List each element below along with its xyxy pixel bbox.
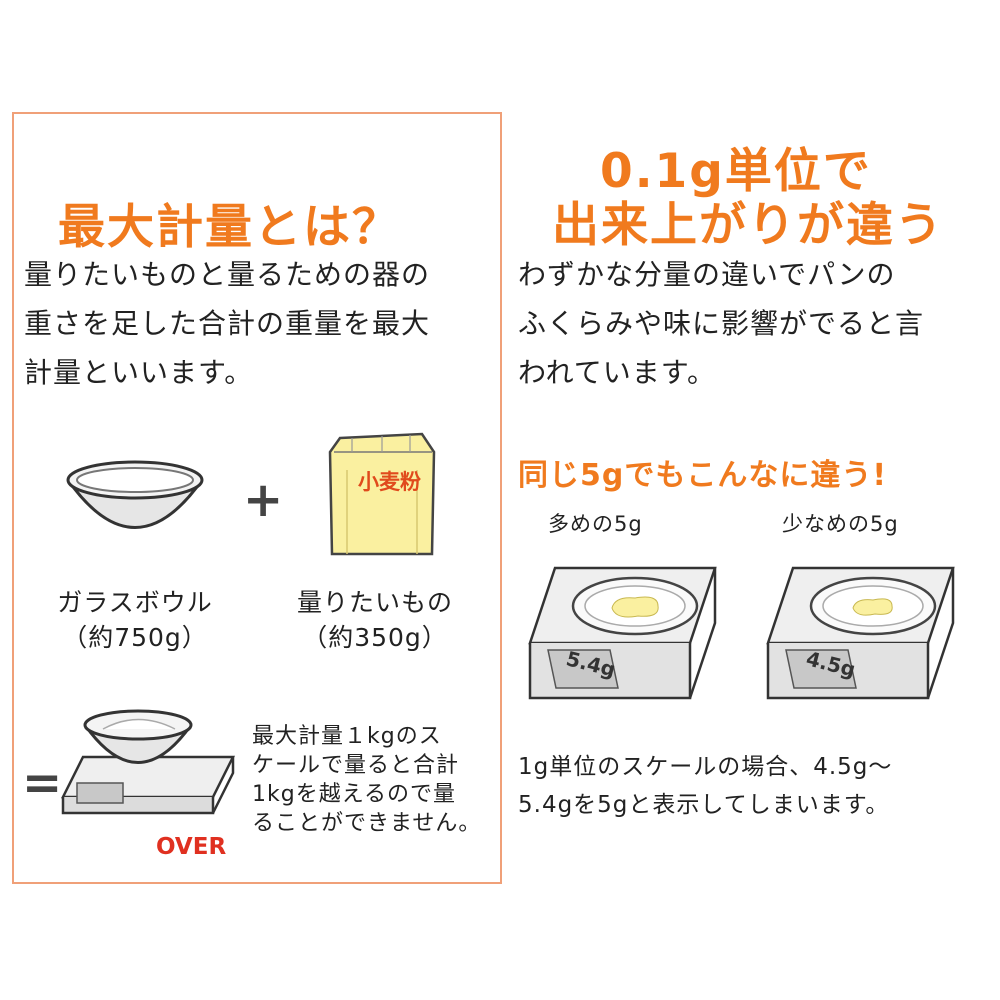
glass-bowl-icon bbox=[66, 460, 204, 529]
note-line: 5.4gを5gと表示してしまいます。 bbox=[518, 792, 890, 818]
scale-more-icon bbox=[528, 566, 717, 700]
bowl-label: ガラスボウル （約750g） bbox=[40, 585, 230, 655]
scale-less-icon bbox=[766, 566, 955, 700]
description-line: ふくらみや味に影響がでると言 bbox=[518, 307, 925, 340]
flour-bag-icon bbox=[328, 432, 436, 556]
max-weight-description: 量りたいものと量るための器の 重さを足した合計の重量を最大 計量といいます。 bbox=[24, 250, 494, 397]
note-line: 1kgを越えるので量 bbox=[252, 782, 457, 807]
equal-sign: = bbox=[22, 755, 63, 811]
item-label: 量りたいもの （約350g） bbox=[275, 585, 475, 655]
same-5g-subhead: 同じ5gでもこんなに違う! bbox=[518, 458, 888, 493]
description-line: 重さを足した合計の重量を最大 bbox=[24, 307, 431, 340]
note-line: 1g単位のスケールの場合、4.5g〜 bbox=[518, 754, 893, 780]
precision-title-line1: 0.1g単位で bbox=[600, 144, 872, 199]
item-label-name: 量りたいもの bbox=[296, 588, 453, 617]
bowl-label-weight: （約750g） bbox=[62, 623, 208, 652]
bowl-label-name: ガラスボウル bbox=[57, 588, 213, 617]
scale-less-caption: 少なめの5g bbox=[782, 512, 899, 536]
note-line: ケールで量ると合計 bbox=[252, 753, 460, 778]
max-weight-title: 最大計量とは？ bbox=[58, 200, 401, 255]
precision-description: わずかな分量の違いでパンの ふくらみや味に影響がでると言 われています。 bbox=[518, 250, 996, 397]
overload-note: 最大計量１kgのス ケールで量ると合計 1kgを越えるので量 ることができません… bbox=[252, 722, 481, 838]
overloaded-scale-icon bbox=[60, 709, 236, 815]
description-line: われています。 bbox=[518, 356, 716, 389]
description-line: 計量といいます。 bbox=[24, 356, 254, 389]
note-line: ることができません。 bbox=[252, 811, 482, 836]
max-weight-panel bbox=[12, 112, 502, 884]
note-line: 最大計量１kgのス bbox=[252, 724, 442, 749]
plus-sign: + bbox=[243, 472, 284, 528]
description-line: わずかな分量の違いでパンの bbox=[518, 258, 896, 291]
flour-bag-label: 小麦粉 bbox=[358, 470, 421, 494]
scale-more-caption: 多めの5g bbox=[548, 512, 643, 536]
precision-title-line2: 出来上がりが違う bbox=[552, 198, 944, 253]
precision-note: 1g単位のスケールの場合、4.5g〜 5.4gを5gと表示してしまいます。 bbox=[518, 748, 892, 824]
over-indicator: OVER bbox=[156, 834, 227, 860]
description-line: 量りたいものと量るための器の bbox=[24, 258, 431, 291]
item-label-weight: （約350g） bbox=[302, 623, 448, 652]
